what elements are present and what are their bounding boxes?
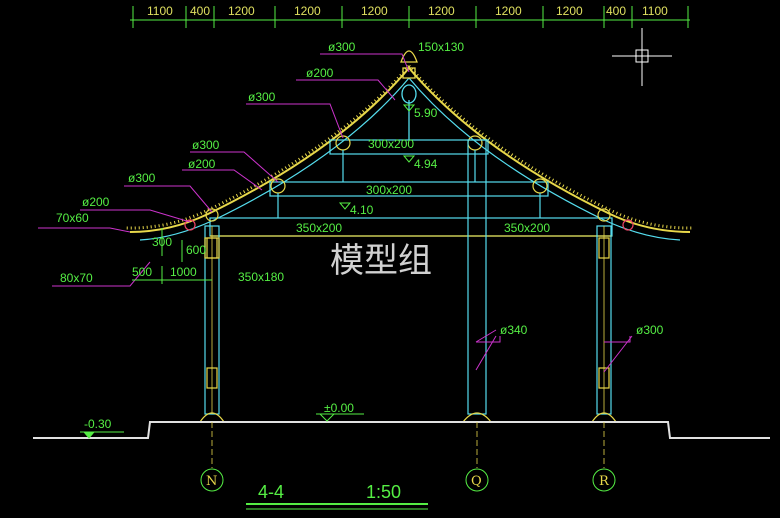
axis-label-r: R <box>599 474 610 489</box>
axis-label-q: Q <box>471 474 482 489</box>
dim-4: 1200 <box>294 4 321 18</box>
beam-side-label: 350x180 <box>238 270 284 284</box>
elevation-markers <box>80 104 416 439</box>
axis-guides <box>211 422 605 468</box>
elevation-4-10: 4.10 <box>350 203 374 217</box>
dim-7: 1200 <box>495 4 522 18</box>
dim-10: 1100 <box>642 4 668 18</box>
axis-label-n: N <box>206 474 217 489</box>
dim-8: 1200 <box>556 4 583 18</box>
note-9: ø340 <box>500 323 528 337</box>
note-5: ø300 <box>128 171 156 185</box>
note-ridge-beam: 150x130 <box>418 40 464 54</box>
watermark-text: 模型组 <box>330 241 432 281</box>
dim-1: 1100 <box>147 4 173 18</box>
section-title: 4-4 <box>258 482 284 502</box>
small-dim-1000: 1000 <box>170 265 197 279</box>
note-8: 80x70 <box>60 271 93 285</box>
note-4: ø200 <box>188 157 216 171</box>
ground-line <box>33 421 770 439</box>
beam-top-label: 300x200 <box>368 137 414 151</box>
elevation-0-00: ±0.00 <box>324 401 354 415</box>
small-dim-500: 500 <box>132 265 152 279</box>
elevation-5-90: 5.90 <box>414 106 438 120</box>
dim-9: 400 <box>606 4 626 18</box>
beams <box>184 135 634 237</box>
dim-6: 1200 <box>428 4 455 18</box>
beam-mid-label: 300x200 <box>366 183 412 197</box>
dim-5: 1200 <box>361 4 388 18</box>
ridge-ornament <box>400 50 418 140</box>
annotations: ø300 150x130 ø200 ø300 ø300 ø200 ø300 ø2… <box>56 40 664 431</box>
top-dimension-chain: 1100 400 1200 1200 1200 1200 1200 1200 4… <box>130 4 690 28</box>
small-dim-600: 600 <box>186 243 206 257</box>
columns <box>199 139 617 423</box>
roof-outline <box>125 65 695 241</box>
elevation-minus-0-30: -0.30 <box>84 417 112 431</box>
elevation-4-94: 4.94 <box>414 157 438 171</box>
note-6: ø200 <box>82 195 110 209</box>
dim-2: 400 <box>190 4 210 18</box>
note-7: 70x60 <box>56 211 89 225</box>
dim-3: 1200 <box>228 4 255 18</box>
crosshair-icon <box>612 28 672 86</box>
beam-low-right-label: 350x200 <box>504 221 550 235</box>
note-ridge-purlin: ø300 <box>328 40 356 54</box>
note-10: ø300 <box>636 323 664 337</box>
axis-bubbles: N Q R <box>200 468 616 492</box>
note-1: ø200 <box>306 66 334 80</box>
section-scale: 1:50 <box>366 482 401 502</box>
leader-lines <box>38 53 633 373</box>
note-3: ø300 <box>192 138 220 152</box>
beam-low-left-label: 350x200 <box>296 221 342 235</box>
note-2: ø300 <box>248 90 276 104</box>
section-title-block: 4-4 1:50 <box>246 482 428 510</box>
small-dimension-ticks <box>132 228 212 284</box>
